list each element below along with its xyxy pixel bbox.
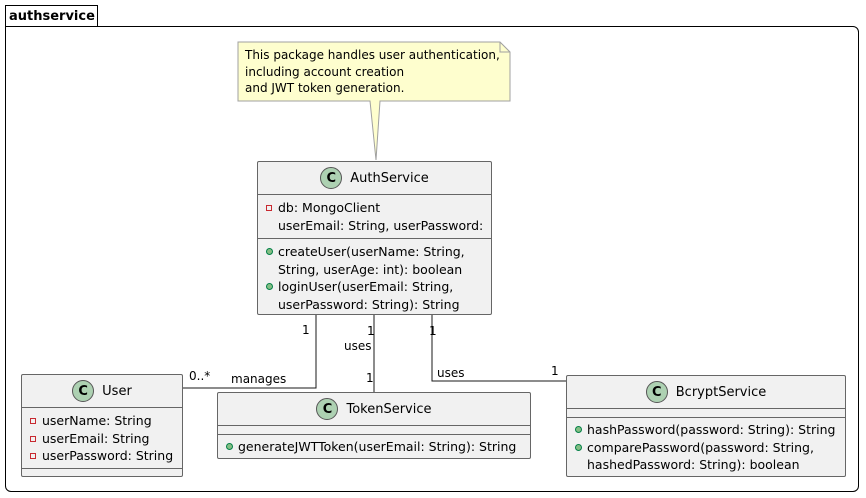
uses-token-target-multiplicity: 1 bbox=[366, 371, 374, 385]
private-icon bbox=[264, 199, 274, 217]
method-text: createUser(userName: String, bbox=[278, 244, 465, 259]
package-tab: authservice bbox=[5, 5, 98, 27]
method-text: loginUser(userEmail: String, bbox=[278, 279, 454, 294]
class-stereotype-icon: C bbox=[320, 167, 343, 189]
attributes-section bbox=[218, 425, 530, 434]
method-text: comparePassword(password: String, bbox=[587, 439, 814, 455]
attribute-row: userEmail: String bbox=[28, 430, 182, 448]
attribute-text: userName: String bbox=[42, 413, 152, 428]
manages-connector bbox=[182, 315, 317, 389]
attribute-text: userEmail: String, userPassword: bbox=[278, 217, 484, 233]
class-bcryptservice[interactable]: C BcryptService hashPassword(password: S… bbox=[566, 375, 846, 477]
private-icon bbox=[28, 447, 38, 465]
note-fold-corner bbox=[499, 42, 510, 53]
class-header: C User bbox=[22, 375, 182, 407]
methods-section: createUser(userName: String, String, use… bbox=[258, 238, 491, 316]
public-icon bbox=[264, 243, 274, 261]
uses-token-label: uses bbox=[344, 339, 372, 353]
private-icon bbox=[28, 412, 38, 430]
method-text: String, userAge: int): boolean bbox=[278, 261, 463, 277]
package-note: This package handles user authentication… bbox=[238, 42, 510, 101]
private-icon bbox=[28, 430, 38, 448]
attribute-text: db: MongoClient bbox=[278, 200, 381, 215]
class-user[interactable]: C User userName: String userEmail: Strin… bbox=[21, 374, 183, 477]
method-text: userPassword: String): String bbox=[278, 296, 460, 312]
method-row: createUser(userName: String, bbox=[264, 243, 491, 261]
methods-section bbox=[22, 467, 182, 477]
class-header: C TokenService bbox=[218, 393, 530, 425]
note-shape bbox=[237, 41, 511, 161]
uses-bcrypt-label: uses bbox=[437, 366, 465, 380]
attribute-row: userEmail: String, userPassword: bbox=[264, 217, 491, 235]
methods-section: hashPassword(password: String): String c… bbox=[567, 417, 845, 477]
attributes-section: userName: String userEmail: String userP… bbox=[22, 407, 182, 468]
note-line: and JWT token generation. bbox=[245, 81, 405, 95]
public-icon bbox=[573, 421, 583, 439]
public-icon bbox=[224, 438, 234, 456]
public-icon bbox=[573, 439, 583, 457]
class-header: C AuthService bbox=[258, 162, 491, 194]
class-stereotype-icon: C bbox=[316, 398, 339, 420]
method-row: userPassword: String): String bbox=[264, 296, 491, 314]
note-line: This package handles user authentication… bbox=[245, 48, 500, 62]
class-tokenservice[interactable]: C TokenService generateJWTToken(userEmai… bbox=[217, 392, 531, 459]
attribute-text: userEmail: String bbox=[42, 430, 150, 446]
attribute-row: db: MongoClient bbox=[264, 199, 491, 217]
class-name: BcryptService bbox=[675, 384, 767, 400]
method-text: hashPassword(password: String): String bbox=[587, 422, 836, 437]
method-row: hashedPassword: String): boolean bbox=[573, 456, 845, 474]
class-stereotype-icon: C bbox=[645, 381, 668, 403]
method-text: hashedPassword: String): boolean bbox=[587, 457, 800, 472]
package-name: authservice bbox=[9, 9, 95, 24]
class-authservice[interactable]: C AuthService db: MongoClient userEmail:… bbox=[257, 161, 492, 315]
manages-target-multiplicity: 0..* bbox=[189, 369, 211, 383]
attribute-text: userPassword: String bbox=[42, 448, 174, 463]
public-icon bbox=[264, 278, 274, 296]
method-row: generateJWTToken(userEmail: String): Str… bbox=[224, 438, 530, 456]
class-name: AuthService bbox=[350, 170, 429, 186]
manages-label: manages bbox=[231, 372, 287, 386]
uses-bcrypt-target-multiplicity: 1 bbox=[551, 364, 559, 378]
method-row: hashPassword(password: String): String bbox=[573, 421, 845, 439]
attribute-row: userPassword: String bbox=[28, 447, 182, 465]
class-name: TokenService bbox=[346, 401, 432, 417]
manages-source-multiplicity: 1 bbox=[302, 323, 310, 337]
class-stereotype-icon: C bbox=[72, 380, 95, 402]
method-row: String, userAge: int): boolean bbox=[264, 261, 491, 279]
method-row: comparePassword(password: String, bbox=[573, 439, 845, 457]
methods-section: generateJWTToken(userEmail: String): Str… bbox=[218, 434, 530, 459]
attributes-section: db: MongoClient userEmail: String, userP… bbox=[258, 194, 491, 238]
method-row: loginUser(userEmail: String, bbox=[264, 278, 491, 296]
class-header: C BcryptService bbox=[567, 376, 845, 408]
attributes-section bbox=[567, 408, 845, 417]
uses-bcrypt-source-multiplicity: 1 bbox=[429, 324, 437, 338]
uses-token-source-multiplicity: 1 bbox=[367, 324, 375, 338]
attribute-row: userName: String bbox=[28, 412, 182, 430]
note-line: including account creation bbox=[245, 64, 405, 79]
method-text: generateJWTToken(userEmail: String): Str… bbox=[238, 439, 517, 454]
uses-bcrypt-connector bbox=[431, 315, 566, 382]
class-name: User bbox=[102, 383, 132, 399]
